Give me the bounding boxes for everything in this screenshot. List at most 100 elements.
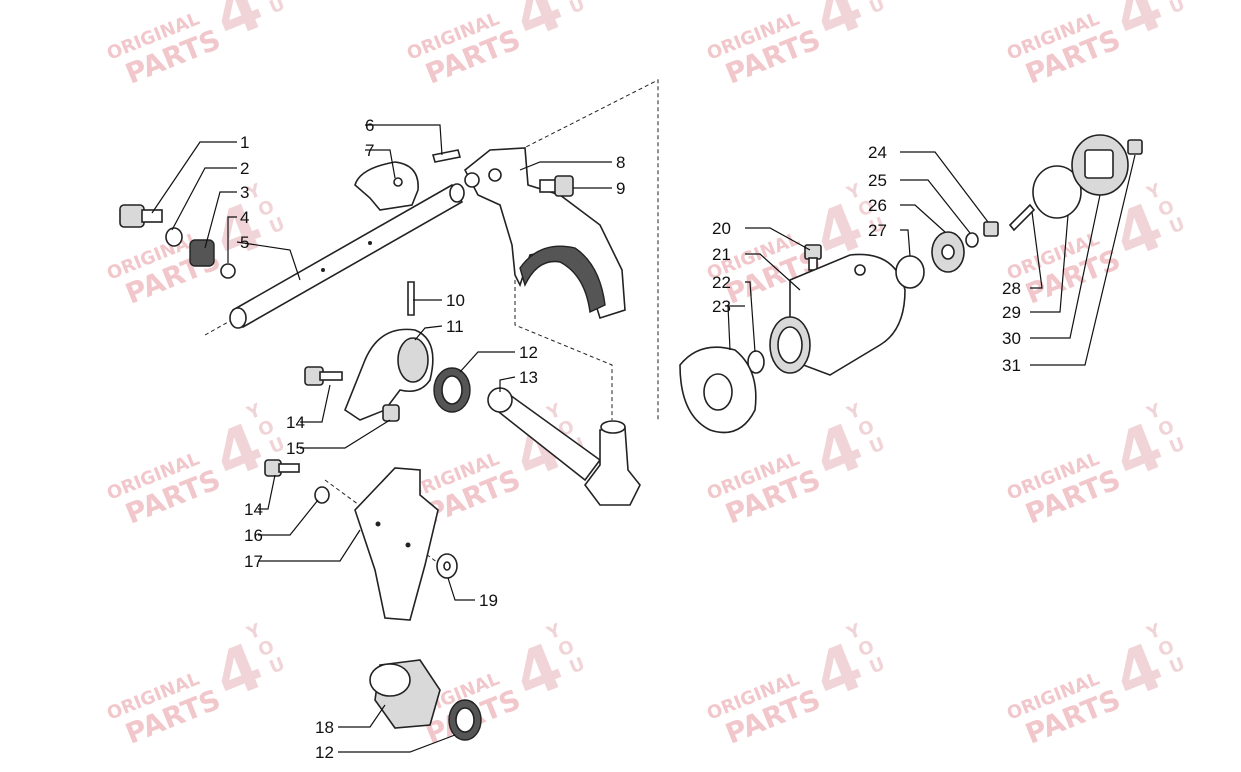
watermark-you-letter: O <box>855 416 877 441</box>
watermark-you-letter: O <box>255 196 277 221</box>
callout-label-5: 5 <box>240 233 249 252</box>
watermark-you-letter: U <box>267 653 288 678</box>
part-25-washer <box>965 232 979 248</box>
callout-label-27: 27 <box>868 221 887 240</box>
part-20-breather <box>804 244 822 271</box>
watermark-you-letter: U <box>267 0 288 18</box>
part-3-spring <box>189 239 215 267</box>
watermark-you-letter: O <box>1155 416 1177 441</box>
watermark-you-letter: O <box>555 636 577 661</box>
part-22-ring <box>747 350 765 374</box>
callout-label-18: 18 <box>315 718 334 737</box>
part-12-seal-2 <box>448 699 482 741</box>
part-30-cap <box>1071 134 1129 196</box>
callout-label-16: 16 <box>244 526 263 545</box>
part-2-washer <box>165 227 183 247</box>
callout-label-4: 4 <box>240 208 249 227</box>
part-13-selector-shaft <box>487 387 641 506</box>
part-11-lever <box>344 328 434 421</box>
watermark-you-letter: O <box>1155 196 1177 221</box>
watermark-you-letter: U <box>1167 653 1188 678</box>
part-19-washer <box>436 553 458 579</box>
callout-label-1: 1 <box>240 133 249 152</box>
callout-label-17: 17 <box>244 552 263 571</box>
callout-label-23: 23 <box>712 297 731 316</box>
part-14-bolt-2 <box>264 459 300 477</box>
watermark-you-letter: U <box>867 433 888 458</box>
part-23-flange <box>679 346 757 434</box>
callout-label-30: 30 <box>1002 329 1021 348</box>
watermark-you-letter: U <box>267 433 288 458</box>
watermark-you-letter: O <box>855 636 877 661</box>
callout-labels: 1234567891011121314151416171918122021222… <box>240 116 1021 762</box>
callout-label-14: 14 <box>244 500 263 519</box>
callout-label-12: 12 <box>315 743 334 762</box>
callout-label-24: 24 <box>868 143 887 162</box>
watermark-you-letter: O <box>1155 636 1177 661</box>
leader-lines <box>151 124 1136 753</box>
part-14-bolt <box>304 366 343 386</box>
callout-label-10: 10 <box>446 291 465 310</box>
part-7-clamp <box>354 161 419 211</box>
callout-label-19: 19 <box>479 591 498 610</box>
watermark-you-letter: U <box>1167 213 1188 238</box>
watermark-you-letter: U <box>1167 0 1188 18</box>
watermark-you-letter: O <box>255 636 277 661</box>
callout-label-6: 6 <box>365 116 374 135</box>
part-21-housing <box>769 253 906 376</box>
callout-label-13: 13 <box>519 368 538 387</box>
watermark-you-letter: U <box>267 213 288 238</box>
part-9-screw <box>539 175 574 197</box>
watermark-you-letter: U <box>867 653 888 678</box>
callout-label-14: 14 <box>286 413 305 432</box>
part-6-pin <box>431 149 462 163</box>
part-12-seal <box>433 367 471 413</box>
part-1-bolt <box>119 204 163 228</box>
callout-label-28: 28 <box>1002 279 1021 298</box>
part-26-piston <box>931 231 965 273</box>
part-24-nut <box>983 221 999 237</box>
part-4-ball <box>220 263 236 279</box>
part-17-plate <box>354 467 439 621</box>
callout-label-15: 15 <box>286 439 305 458</box>
callout-label-2: 2 <box>240 159 249 178</box>
callout-label-9: 9 <box>616 179 625 198</box>
watermark-you-letter: U <box>867 213 888 238</box>
part-31-plug <box>1127 139 1143 155</box>
callout-label-26: 26 <box>868 196 887 215</box>
watermark-you-letter: U <box>567 653 588 678</box>
callout-label-31: 31 <box>1002 356 1021 375</box>
callout-label-3: 3 <box>240 183 249 202</box>
callout-label-12: 12 <box>519 343 538 362</box>
part-8-shift-fork <box>463 147 626 320</box>
part-15-nut <box>382 404 400 422</box>
part-29-ring <box>1032 165 1082 219</box>
callout-label-29: 29 <box>1002 303 1021 322</box>
watermark-you-letter: U <box>1167 433 1188 458</box>
part-5-shaft <box>229 183 465 329</box>
watermark-you-letter: O <box>855 196 877 221</box>
callout-label-22: 22 <box>712 273 731 292</box>
watermark-you-letter: U <box>567 0 588 18</box>
part-27-o-ring <box>895 255 925 289</box>
callout-label-20: 20 <box>712 219 731 238</box>
callout-label-25: 25 <box>868 171 887 190</box>
callout-label-11: 11 <box>446 317 464 336</box>
watermark-you-letter: O <box>255 416 277 441</box>
part-28-screw <box>1008 203 1036 232</box>
callout-label-21: 21 <box>712 245 731 264</box>
callout-label-8: 8 <box>616 153 625 172</box>
part-16-washer <box>314 486 330 504</box>
